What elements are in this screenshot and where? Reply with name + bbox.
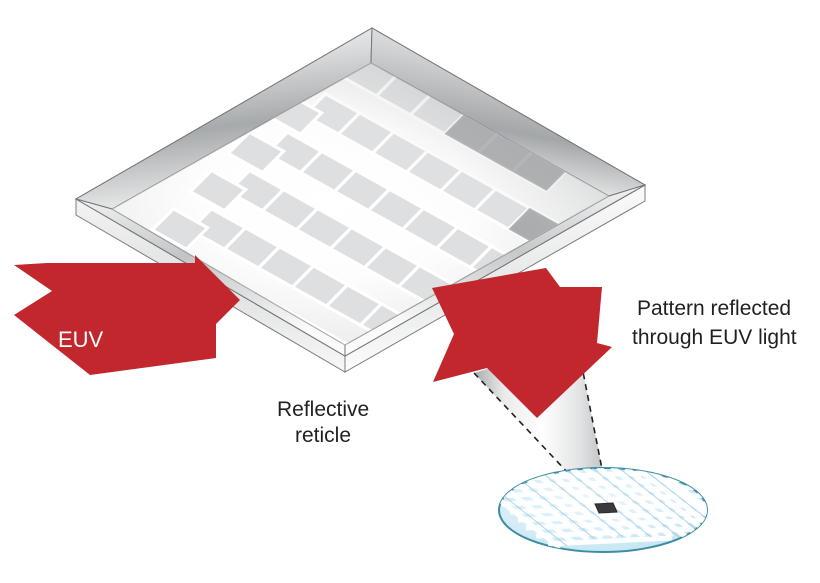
reflected-label-line2: through EUV light	[632, 326, 797, 349]
label-reflective-reticle: Reflective reticle	[277, 398, 369, 447]
euv-reflected-arrow[interactable]	[429, 268, 612, 418]
exposed-die	[594, 502, 618, 514]
reticle-label-line1: Reflective	[277, 398, 369, 421]
wafer-die-grid	[499, 468, 707, 550]
reflected-label-line1: Pattern reflected	[637, 297, 791, 320]
silicon-wafer[interactable]	[472, 467, 736, 553]
euv-arrow-label: EUV	[58, 327, 104, 352]
euv-reflected-arrow-final	[432, 268, 612, 418]
label-pattern-reflected: Pattern reflected through EUV light	[632, 297, 797, 349]
reticle-label-line2: reticle	[295, 424, 351, 447]
euv-incoming-arrow[interactable]: EUV	[14, 255, 240, 377]
light-cone-outline-left	[473, 372, 601, 508]
euv-arrow-final	[14, 263, 216, 375]
